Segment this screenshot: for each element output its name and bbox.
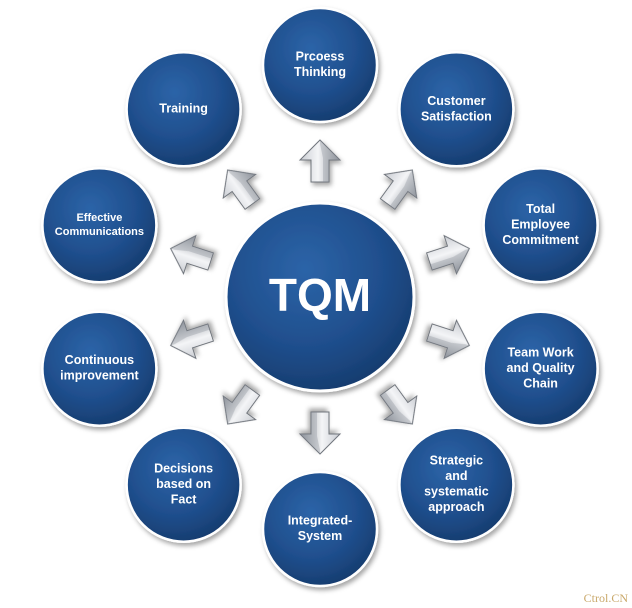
node-label: Continuous xyxy=(65,353,134,367)
node-integrated-system: Integrated-System xyxy=(261,470,379,588)
center-circle xyxy=(224,201,416,393)
node-label: Effective xyxy=(76,212,122,224)
arrow-icon xyxy=(379,384,418,425)
arrow-icon xyxy=(170,234,215,276)
node-label: Chain xyxy=(523,376,558,390)
arrows-layer xyxy=(170,139,470,455)
node-label: and xyxy=(445,469,467,483)
arrow-icon xyxy=(222,384,261,425)
node-circle xyxy=(261,6,379,124)
arrow-icon xyxy=(425,234,470,276)
node-label: Communications xyxy=(55,226,144,238)
arrow-icon xyxy=(170,318,215,360)
arrow-icon xyxy=(425,318,470,360)
nodes-layer: PrcoessThinkingCustomerSatisfactionTotal… xyxy=(41,6,599,588)
node-label: Employee xyxy=(511,218,570,232)
node-label: Satisfaction xyxy=(421,109,492,123)
node-circle xyxy=(261,470,379,588)
node-circle xyxy=(482,310,599,427)
node-label: Decisions xyxy=(154,461,213,475)
node-label: Strategic xyxy=(430,454,484,468)
center-layer: TQM xyxy=(224,201,416,393)
center-label: TQM xyxy=(269,269,371,321)
node-label: Total xyxy=(526,202,555,216)
arrow-icon xyxy=(222,169,261,210)
node-circle xyxy=(398,426,515,543)
node-label: Prcoess xyxy=(296,50,345,64)
node-circle xyxy=(398,51,515,168)
node-label: Integrated- xyxy=(288,514,353,528)
node-circle xyxy=(482,167,599,284)
arrow-icon xyxy=(298,411,342,455)
node-label: Commitment xyxy=(502,233,579,247)
node-label: Thinking xyxy=(294,65,346,79)
node-circle xyxy=(41,310,158,427)
node-circle xyxy=(125,51,242,168)
node-label: Fact xyxy=(171,492,198,506)
node-continuous-improvement: Continuous improvement xyxy=(41,310,158,427)
node-label: and Quality xyxy=(507,361,575,375)
node-label: Customer xyxy=(427,94,485,108)
arrow-icon xyxy=(379,169,418,210)
node-label: approach xyxy=(428,500,484,514)
node-label: based on xyxy=(156,477,211,491)
node-training: Training xyxy=(125,51,242,168)
node-label: improvement xyxy=(60,369,139,383)
watermark: Ctrol.CN xyxy=(583,591,628,605)
node-label: Team Work xyxy=(507,345,573,359)
node-circle xyxy=(125,426,242,543)
node-label: System xyxy=(298,529,342,543)
arrow-icon xyxy=(298,139,342,183)
node-label: Training xyxy=(159,102,208,116)
node-label: systematic xyxy=(424,485,489,499)
center-node: TQM xyxy=(224,201,416,393)
node-circle xyxy=(41,167,158,284)
